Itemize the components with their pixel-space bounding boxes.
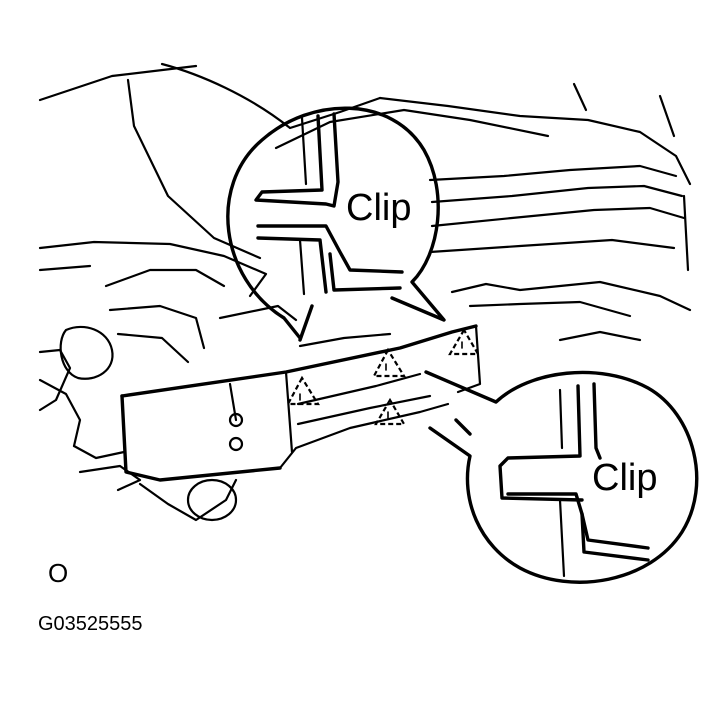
clip-callout-bottom: Clip <box>424 370 699 584</box>
figure-code: G03525555 <box>38 613 143 635</box>
clip-marker <box>286 375 320 406</box>
view-marker: O <box>48 558 68 588</box>
clip-position-markers <box>286 327 480 426</box>
clip-marker <box>448 327 480 356</box>
bumper-reinforcement <box>120 324 482 522</box>
clip-label: Clip <box>592 457 657 499</box>
vehicle-body-outline <box>38 62 692 492</box>
clip-marker <box>374 397 406 426</box>
clip-marker <box>372 347 406 378</box>
clip-callout-top: Clip <box>226 106 446 342</box>
clip-label: Clip <box>346 187 411 229</box>
